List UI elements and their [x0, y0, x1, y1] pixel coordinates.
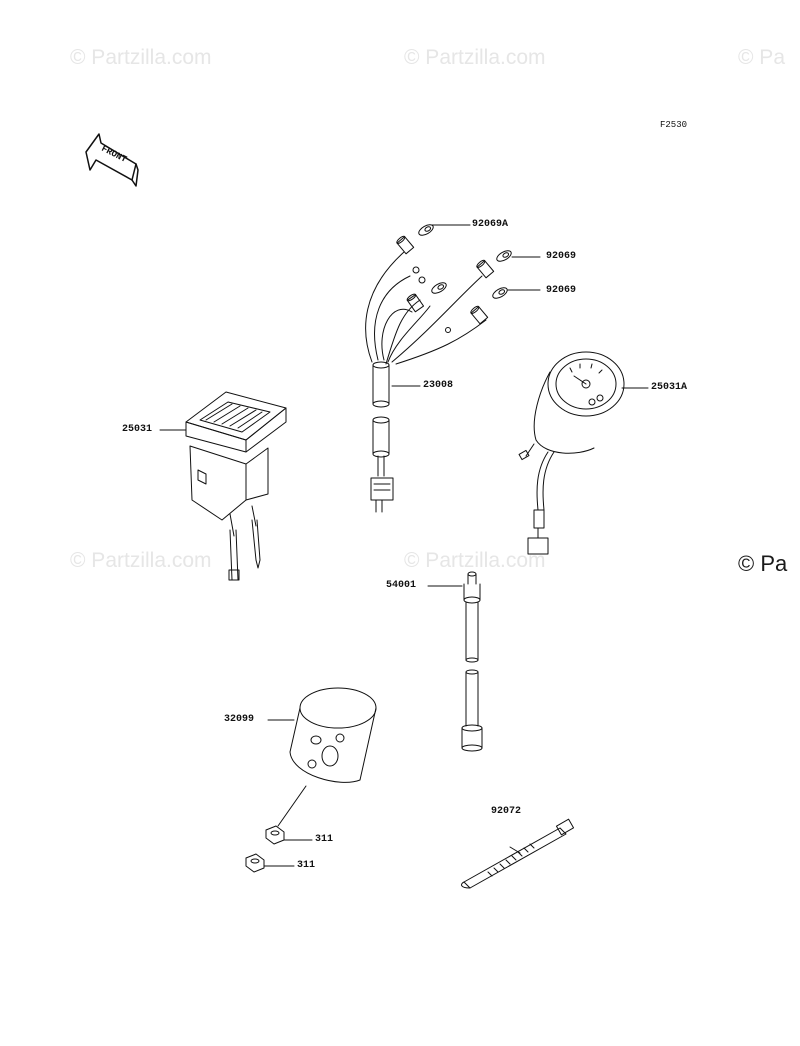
nut-311-lower [246, 854, 264, 872]
watermark-top-center: © Partzilla.com [404, 46, 546, 69]
watermark-mid-left: © Partzilla.com [70, 549, 212, 572]
part-label-25031[interactable]: 25031 [122, 424, 153, 435]
watermark-mid-right: © Pa [738, 551, 788, 576]
bracket-32099 [278, 688, 376, 826]
watermark-mid-center: © Partzilla.com [404, 549, 546, 572]
part-label-92069-upper[interactable]: 92069 [546, 251, 577, 262]
harness-23008 [366, 223, 513, 512]
part-label-311-lower[interactable]: 311 [297, 860, 316, 871]
part-label-25031a[interactable]: 25031A [651, 382, 688, 393]
part-label-311-upper[interactable]: 311 [315, 834, 334, 845]
front-arrow-icon: FRONT [86, 134, 138, 186]
watermark-top-right: © Pa [738, 46, 785, 69]
nut-311-upper [266, 826, 284, 844]
figure-code: F2530 [660, 120, 688, 130]
part-label-54001[interactable]: 54001 [386, 580, 417, 591]
watermark-top-left: © Partzilla.com [70, 46, 212, 69]
part-label-92072[interactable]: 92072 [491, 806, 522, 817]
cable-tie-92072 [462, 819, 574, 888]
cable-54001 [462, 572, 482, 751]
part-label-92069a[interactable]: 92069A [472, 219, 509, 230]
part-label-32099[interactable]: 32099 [224, 714, 255, 725]
gauge-25031a [519, 352, 624, 554]
hour-meter-25031 [186, 392, 286, 580]
leader-lines [160, 225, 648, 866]
part-label-92069-lower[interactable]: 92069 [546, 285, 577, 296]
part-label-23008[interactable]: 23008 [423, 380, 454, 391]
